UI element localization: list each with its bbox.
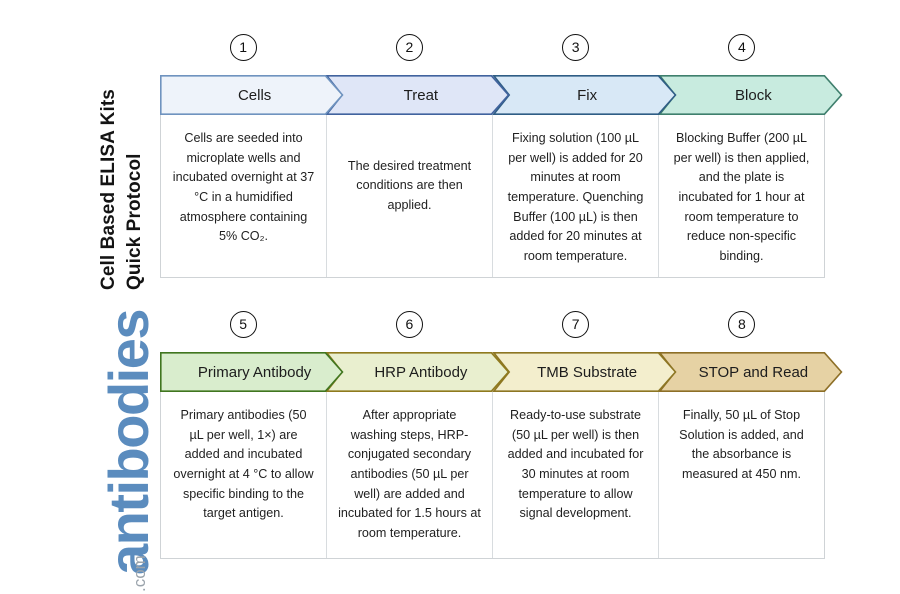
- step-number-badge: 2: [395, 34, 423, 61]
- step-header-strip-1: Cells Treat Fix Block: [160, 75, 843, 116]
- step-header-chevron[interactable]: TMB Substrate: [491, 352, 677, 393]
- step-header-strip-2: Primary Antibody HRP Antibody TMB Substrat…: [160, 352, 843, 393]
- step-header-label: HRP Antibody: [374, 363, 468, 381]
- step-description-text: Finally, 50 µL of Stop Solution is added…: [679, 408, 804, 481]
- page-title-line-2: Quick Protocol: [124, 153, 145, 290]
- step-number-badge: 1: [229, 34, 257, 61]
- step-description-cell: The desired treatment conditions are the…: [327, 115, 493, 277]
- step-description-cell: Primary antibodies (50 µL per well, 1×) …: [161, 392, 327, 558]
- step-number-badge: 4: [728, 34, 756, 61]
- page-title-line-1: Cell Based ELISA Kits: [98, 89, 119, 290]
- step-number-badge: 8: [728, 311, 756, 338]
- step-number-badge: 3: [562, 34, 590, 61]
- step-description-text: After appropriate washing steps, HRP-con…: [338, 408, 481, 540]
- step-description-text: Blocking Buffer (200 µL per well) is the…: [673, 131, 810, 263]
- step-header-label: Treat: [403, 86, 439, 104]
- brand-logo-tld: .com: [130, 555, 149, 592]
- step-body-strip-2: Primary antibodies (50 µL per well, 1×) …: [160, 392, 825, 559]
- step-header-chevron[interactable]: Cells: [160, 75, 344, 116]
- step-description-text: The desired treatment conditions are the…: [347, 158, 472, 212]
- step-header-label: STOP and Read: [698, 363, 809, 381]
- step-description-text: Cells are seeded into microplate wells a…: [172, 131, 315, 244]
- step-header-label: TMB Substrate: [537, 363, 638, 381]
- step-number-strip-2: 5 6 7 8: [160, 311, 825, 352]
- brand-logo: antibodies .com: [0, 280, 160, 592]
- step-description-cell: Blocking Buffer (200 µL per well) is the…: [659, 115, 824, 277]
- brand-logo-word: antibodies: [97, 309, 160, 575]
- page-title: Cell Based ELISA Kits Quick Protocol: [0, 0, 155, 300]
- step-header-chevron[interactable]: Treat: [325, 75, 510, 116]
- step-description-cell: Finally, 50 µL of Stop Solution is added…: [659, 392, 824, 558]
- step-number-badge: 6: [395, 311, 423, 338]
- step-body-strip-1: Cells are seeded into microplate wells a…: [160, 115, 825, 278]
- step-header-chevron[interactable]: Fix: [491, 75, 677, 116]
- step-header-chevron[interactable]: Primary Antibody: [160, 352, 344, 393]
- step-number-badge: 7: [562, 311, 590, 338]
- protocol-row-2: 5 6 7 8 Primary Antibody HRP Antibody TMB Sub…: [160, 311, 843, 559]
- step-description-text: Ready-to-use substrate (50 µL per well) …: [507, 408, 644, 521]
- step-description-text: Fixing solution (100 µL per well) is add…: [507, 131, 644, 263]
- step-description-cell: Ready-to-use substrate (50 µL per well) …: [493, 392, 659, 558]
- step-header-chevron[interactable]: STOP and Read: [657, 352, 843, 393]
- step-header-chevron[interactable]: Block: [657, 75, 843, 116]
- step-description-cell: Cells are seeded into microplate wells a…: [161, 115, 327, 277]
- step-header-label: Primary Antibody: [197, 363, 312, 381]
- step-description-text: Primary antibodies (50 µL per well, 1×) …: [173, 408, 314, 521]
- protocol-row-1: 1 2 3 4 Cells Treat Fix Block Cells are seeded…: [160, 34, 843, 278]
- step-header-label: Cells: [237, 86, 272, 104]
- step-description-cell: After appropriate washing steps, HRP-con…: [327, 392, 493, 558]
- step-header-label: Fix: [577, 86, 598, 104]
- step-header-label: Block: [735, 86, 772, 104]
- step-description-cell: Fixing solution (100 µL per well) is add…: [493, 115, 659, 277]
- step-number-strip-1: 1 2 3 4: [160, 34, 825, 75]
- step-header-chevron[interactable]: HRP Antibody: [325, 352, 510, 393]
- step-number-badge: 5: [229, 311, 257, 338]
